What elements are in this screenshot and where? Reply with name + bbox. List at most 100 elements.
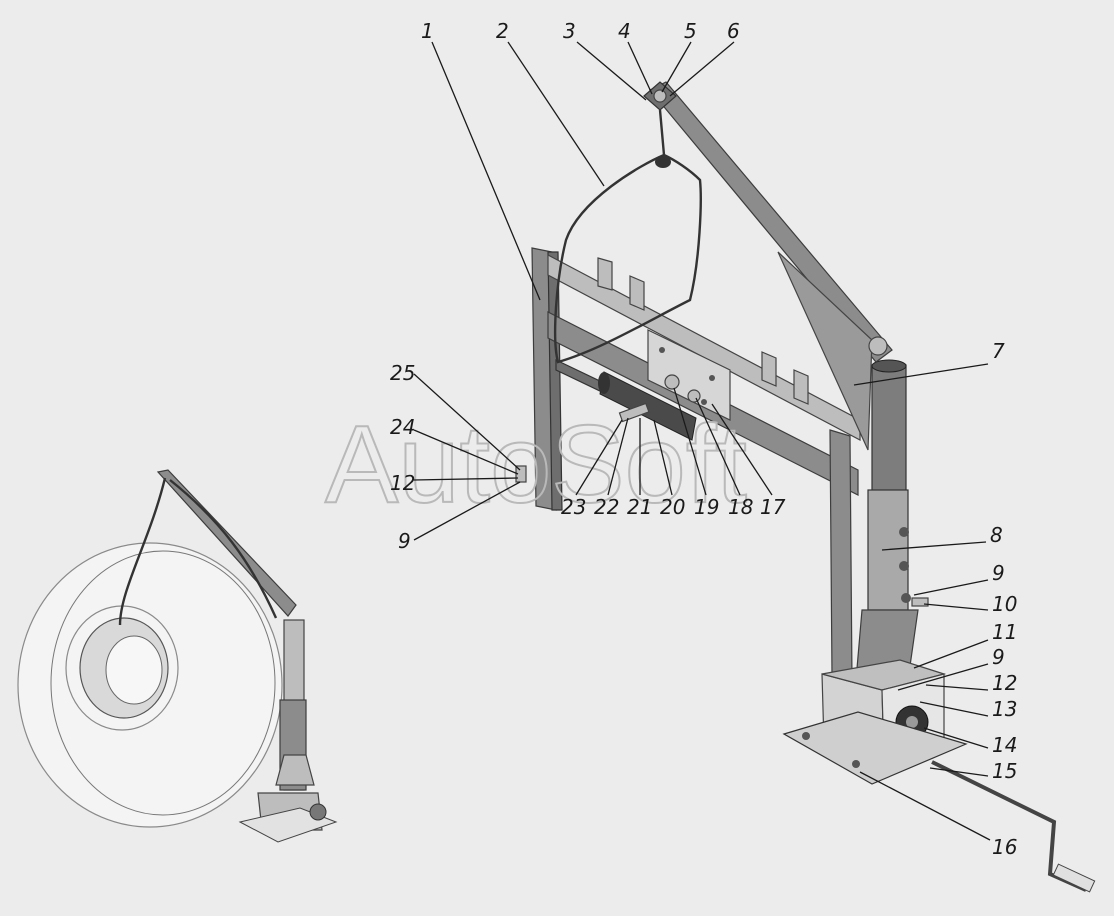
plate-bolt-3 [701, 399, 707, 405]
leader-9b [897, 663, 989, 691]
callout-21: 21 [627, 495, 652, 519]
post-bolt-3 [901, 593, 911, 603]
leader-19 [673, 387, 707, 496]
callout-24: 24 [390, 415, 415, 439]
leader-22 [607, 417, 629, 496]
callout-12a: 12 [992, 671, 1017, 695]
jib-web [777, 251, 873, 451]
washer-18 [687, 389, 701, 403]
callout-16: 16 [992, 835, 1017, 859]
callout-8: 8 [990, 523, 1003, 547]
inset-gusset [275, 754, 315, 786]
leader-24 [413, 429, 519, 475]
centre-plate [647, 329, 731, 421]
leader-8 [881, 541, 987, 551]
inset-winch-drum [309, 803, 327, 821]
inset-arm [156, 469, 297, 617]
lifting-sling [553, 109, 702, 364]
callout-15: 15 [992, 759, 1017, 783]
plate-bolt-2 [709, 375, 715, 381]
leader-3 [576, 41, 647, 101]
callout-9a: 9 [992, 561, 1005, 585]
inset-tyre-hoist [17, 469, 338, 843]
callout-11: 11 [992, 620, 1017, 644]
leader-18 [695, 397, 741, 496]
post-upper-tube [871, 364, 907, 496]
leader-10 [923, 603, 989, 611]
callout-4: 4 [618, 19, 631, 43]
leader-7 [853, 363, 989, 386]
leader-12b [413, 477, 519, 481]
callout-7: 7 [992, 339, 1005, 363]
leader-20 [653, 419, 673, 496]
leader-4 [627, 41, 653, 95]
callout-23: 23 [561, 495, 586, 519]
leader-9a [913, 579, 989, 596]
callout-12b: 12 [390, 471, 415, 495]
bushing-end [598, 372, 610, 394]
watermark-text: AutoSoft [325, 403, 747, 526]
leader-6 [669, 41, 735, 97]
sling-hook [655, 156, 671, 168]
nut-19 [664, 374, 680, 390]
plate-bolt-1 [659, 347, 665, 353]
callout-17: 17 [760, 495, 786, 519]
callout-22: 22 [594, 495, 619, 519]
winch-drum-hub [906, 716, 918, 728]
callout-19: 19 [694, 495, 719, 519]
callout-25: 25 [390, 361, 415, 385]
base-bolt-1 [802, 732, 810, 740]
post-bolt-1 [899, 527, 909, 537]
base-bolt-2 [852, 760, 860, 768]
leader-11 [913, 639, 989, 669]
callout-10: 10 [992, 592, 1017, 616]
leader-16 [859, 771, 991, 841]
beam-bracket-3 [761, 351, 777, 387]
leader-23 [575, 419, 623, 496]
tyre-hub [105, 635, 163, 705]
callout-6: 6 [727, 19, 740, 43]
callout-1: 1 [421, 19, 434, 43]
leader-5 [661, 41, 692, 93]
callout-labels: 1 2 3 4 5 6 7 8 9 10 11 9 12 13 14 15 16… [390, 19, 1017, 859]
beam-bracket-2 [629, 275, 645, 311]
leader-14 [923, 727, 989, 749]
bolt-10 [911, 597, 929, 607]
main-assembly [515, 81, 1096, 893]
bottom-pulley [868, 336, 888, 356]
callout-3: 3 [563, 19, 576, 43]
callout-2: 2 [496, 19, 509, 43]
callout-9b: 9 [992, 645, 1005, 669]
right-inner-upright [829, 429, 853, 681]
top-pulley [653, 89, 667, 103]
callout-13: 13 [992, 697, 1017, 721]
leader-17 [711, 403, 773, 496]
leader-12a [925, 684, 989, 691]
upper-crossbeam [547, 254, 861, 441]
callout-20: 20 [660, 495, 685, 519]
inset-sling [118, 477, 278, 626]
leader-1 [431, 41, 541, 301]
beam-bracket-1 [597, 257, 613, 291]
leader-lines [413, 41, 991, 841]
callout-18: 18 [728, 495, 753, 519]
pin-22 [618, 402, 650, 423]
crank-grip [1052, 863, 1096, 893]
tyre-tread [50, 550, 276, 816]
callout-5: 5 [684, 19, 697, 43]
callout-9c: 9 [398, 529, 411, 553]
left-bolt [515, 465, 527, 483]
callout-14: 14 [992, 733, 1017, 757]
jib-arm [649, 81, 893, 363]
leader-25 [413, 373, 521, 471]
post-top [871, 359, 907, 373]
post-bolt-2 [899, 561, 909, 571]
beam-bracket-4 [793, 369, 809, 405]
leader-15 [929, 767, 989, 777]
leader-13 [919, 701, 989, 717]
leader-2 [507, 41, 605, 187]
leader-9c [413, 481, 521, 541]
base-plate [782, 711, 968, 785]
